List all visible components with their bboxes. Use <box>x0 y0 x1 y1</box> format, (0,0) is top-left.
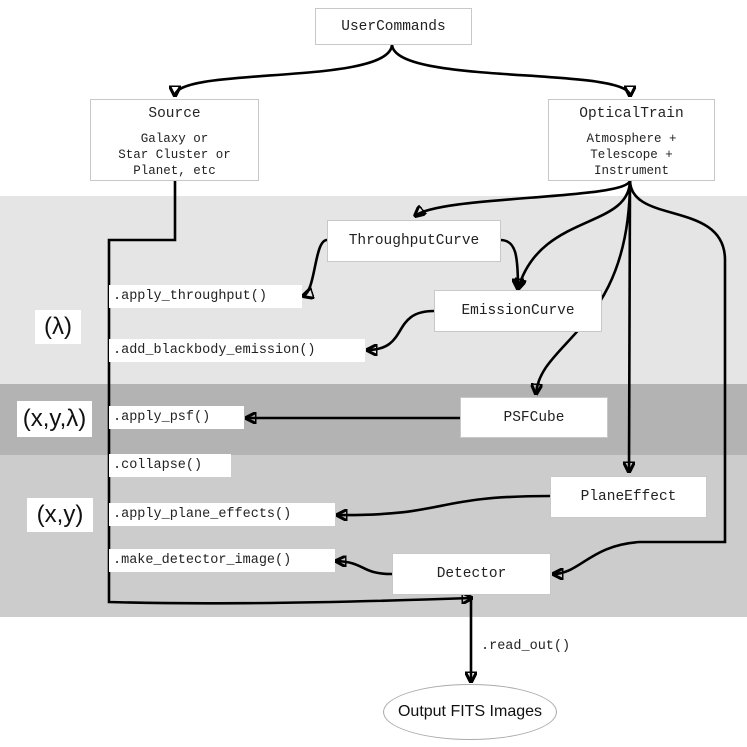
source-title: Source <box>148 106 201 122</box>
source-line: Planet, etc <box>133 164 216 178</box>
plane-effect-title: PlaneEffect <box>580 489 677 505</box>
psf-cube-title: PSFCube <box>503 409 565 426</box>
detector-node: Detector <box>392 553 551 595</box>
lambda-axis-label: (λ) <box>35 310 81 344</box>
user-commands-node: UserCommands <box>315 8 472 45</box>
throughput-curve-node: ThroughputCurve <box>327 220 501 262</box>
apply-plane-effects-method: .apply_plane_effects() <box>109 503 335 526</box>
xy-axis-label: (x,y) <box>27 498 93 532</box>
source-line: Galaxy or <box>140 132 209 146</box>
source-node: Source Galaxy or Star Cluster or Planet,… <box>90 99 259 181</box>
edge-user-to-optical-train <box>390 43 630 96</box>
optical-train-line: Atmosphere + <box>586 132 677 146</box>
read-out-label: .read_out() <box>481 639 571 654</box>
optical-train-line: Instrument <box>593 164 669 178</box>
edge-user-to-source <box>175 43 394 96</box>
emission-curve-node: EmissionCurve <box>434 290 602 332</box>
throughput-curve-title: ThroughputCurve <box>348 233 480 249</box>
apply-psf-method: .apply_psf() <box>109 406 244 429</box>
output-fits-images-node: Output FITS Images <box>383 684 557 740</box>
optical-train-line: Telescope + <box>590 148 673 162</box>
make-detector-image-method: .make_detector_image() <box>109 549 335 572</box>
detector-title: Detector <box>436 566 507 582</box>
user-commands-title: UserCommands <box>341 18 446 35</box>
optical-train-node: OpticalTrain Atmosphere + Telescope + In… <box>548 99 715 181</box>
apply-throughput-method: .apply_throughput() <box>109 285 302 308</box>
emission-curve-title: EmissionCurve <box>461 303 575 319</box>
collapse-method: .collapse() <box>109 454 231 477</box>
source-line: Star Cluster or <box>118 148 231 162</box>
add-blackbody-emission-method: .add_blackbody_emission() <box>109 339 365 362</box>
psf-cube-node: PSFCube <box>460 397 608 438</box>
xylambda-axis-label: (x,y,λ) <box>17 401 92 437</box>
plane-effect-node: PlaneEffect <box>550 476 707 518</box>
optical-train-title: OpticalTrain <box>579 106 684 122</box>
